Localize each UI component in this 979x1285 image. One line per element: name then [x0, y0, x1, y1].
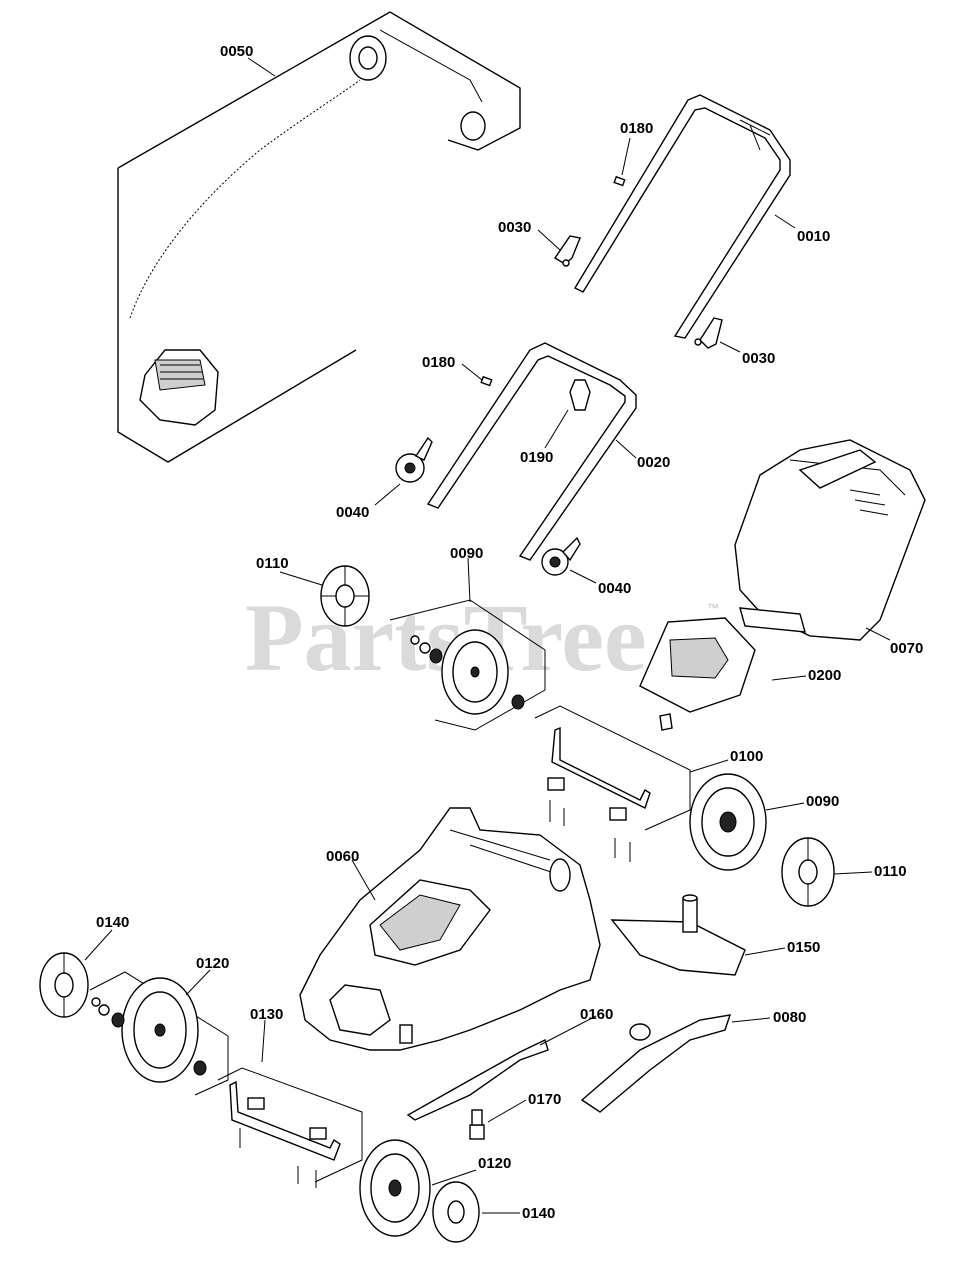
callout-0140-bottom: 0140 [522, 1205, 555, 1222]
callout-0180-upper: 0180 [620, 120, 653, 137]
callout-0100: 0100 [730, 748, 763, 765]
blade [406, 1039, 549, 1121]
callout-0040-right: 0040 [598, 580, 631, 597]
grass-catcher [734, 439, 926, 641]
axle-kit-box [534, 705, 691, 831]
handle-clip-left [554, 235, 581, 267]
callout-0090-upper: 0090 [450, 545, 483, 562]
callout-0030-right: 0030 [742, 350, 775, 367]
mower-deck [299, 807, 601, 1051]
front-wheel-upper [410, 629, 525, 715]
trademark-symbol: ™ [707, 601, 719, 615]
callout-0180-lower: 0180 [422, 354, 455, 371]
callout-0120-left: 0120 [196, 955, 229, 972]
callout-0150: 0150 [787, 939, 820, 956]
callout-0090-right: 0090 [806, 793, 839, 810]
callout-0140-left: 0140 [96, 914, 129, 931]
rear-wheel-left [91, 977, 207, 1083]
handle-clip-right [694, 317, 723, 349]
rear-axle [229, 1080, 341, 1188]
callout-0110-upper: 0110 [256, 555, 289, 572]
cable-guide [569, 379, 591, 411]
motor-kit-box [117, 11, 521, 463]
callout-0010: 0010 [797, 228, 830, 245]
callout-0120-bottom: 0120 [478, 1155, 511, 1172]
callout-0190: 0190 [520, 449, 553, 466]
callout-0070: 0070 [890, 640, 923, 657]
rear-axle-kit-box [217, 1067, 363, 1183]
callout-0060: 0060 [326, 848, 359, 865]
rear-wheel-kit-box [89, 971, 229, 1096]
hubcap-right [781, 837, 835, 907]
callout-0170: 0170 [528, 1091, 561, 1108]
handle-knob-left [395, 436, 433, 483]
callout-0160: 0160 [580, 1006, 613, 1023]
callout-0080: 0080 [773, 1009, 806, 1026]
rear-flap [639, 617, 756, 731]
callout-0130: 0130 [250, 1006, 283, 1023]
rear-wheel-bottom [359, 1139, 431, 1237]
motor-mount [580, 1014, 732, 1113]
callout-0040-left: 0040 [336, 504, 369, 521]
callout-0050: 0050 [220, 43, 253, 60]
callout-0030-left: 0030 [498, 219, 531, 236]
pin-upper [613, 175, 626, 187]
upper-handle [574, 94, 791, 339]
callout-labels: 0050 0180 0030 0010 0030 0180 0190 0020 … [96, 43, 923, 1222]
wheel-kit-box-upper [389, 599, 546, 731]
callout-0110-right: 0110 [874, 863, 907, 880]
switch-connector [349, 35, 486, 141]
front-axle [547, 726, 651, 862]
hubcap-upper-left [320, 565, 370, 627]
callout-0020: 0020 [637, 454, 670, 471]
callout-0200: 0200 [808, 667, 841, 684]
motor [139, 349, 219, 426]
hubcap-rear-bottom [432, 1181, 480, 1243]
hubcap-rear-left [39, 952, 89, 1018]
pin-lower [480, 375, 493, 387]
front-wheel-right [689, 773, 767, 871]
handle-knob-right [541, 536, 581, 576]
mulch-baffle [610, 894, 746, 976]
lower-handle [426, 342, 637, 561]
leader-lines [84, 57, 891, 1214]
blade-bolt [469, 1109, 485, 1140]
